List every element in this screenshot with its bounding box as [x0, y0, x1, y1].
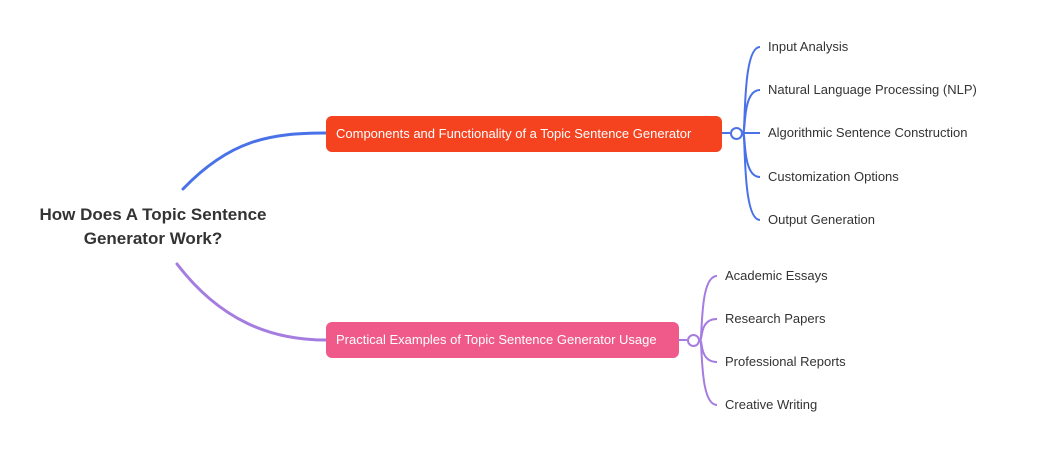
subtopic-nlp[interactable]: Natural Language Processing (NLP) [768, 82, 977, 97]
branch-topic-practical-examples[interactable]: Practical Examples of Topic Sentence Gen… [326, 322, 679, 358]
subtopic-output-generation[interactable]: Output Generation [768, 212, 875, 227]
branch-2-child-connector [699, 339, 718, 406]
branch-2-collapse-toggle[interactable] [687, 334, 700, 347]
subtopic-professional-reports[interactable]: Professional Reports [725, 354, 846, 369]
subtopic-creative-writing[interactable]: Creative Writing [725, 397, 818, 412]
branch-topic-components[interactable]: Components and Functionality of a Topic … [326, 116, 722, 152]
root-to-branch-1-connector [181, 131, 328, 191]
subtopic-input-analysis[interactable]: Input Analysis [768, 39, 849, 54]
root-to-branch-2-connector [175, 262, 328, 342]
subtopic-algorithmic-sentence-construction[interactable]: Algorithmic Sentence Construction [768, 125, 968, 140]
subtopic-customization-options[interactable]: Customization Options [768, 169, 899, 184]
branch-1-collapse-toggle[interactable] [730, 127, 743, 140]
root-topic-line-1: How Does A Topic Sentence [39, 205, 267, 224]
branch-1-child-connector [742, 132, 761, 221]
subtopic-academic-essays[interactable]: Academic Essays [725, 268, 828, 283]
branch-1-child-connector [742, 89, 761, 134]
root-topic-line-2: Generator Work? [83, 229, 223, 248]
subtopic-research-papers[interactable]: Research Papers [725, 311, 826, 326]
root-topic[interactable]: How Does A Topic Sentence Generator Work… [18, 203, 288, 251]
